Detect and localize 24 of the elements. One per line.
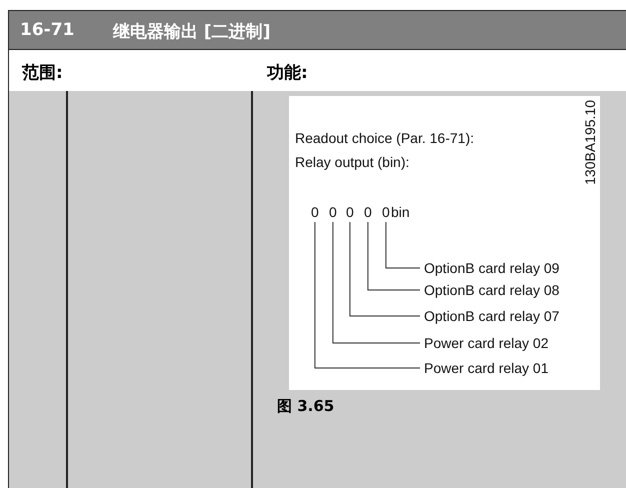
leader-line: [367, 222, 420, 290]
leader-line: [349, 222, 420, 316]
parameter-number: 16-71: [20, 20, 74, 40]
relay-label: OptionB card relay 07: [424, 308, 560, 324]
relay-label: OptionB card relay 08: [424, 282, 560, 298]
relay-label: Power card relay 02: [424, 335, 549, 351]
relay-label: Power card relay 01: [424, 360, 549, 376]
bit-digit: 0: [329, 204, 337, 220]
relay-label: OptionB card relay 09: [424, 260, 560, 276]
unit-text: bin: [391, 204, 410, 220]
leader-line: [314, 222, 420, 368]
bit-digit: 0: [382, 204, 390, 220]
column-heading: 范围:: [22, 62, 63, 84]
leader-line: [332, 222, 420, 344]
figure-code: 130BA195.10: [582, 100, 598, 185]
bit-digit: 0: [364, 204, 372, 220]
figure-caption: 图 3.65: [277, 397, 334, 416]
column-heading: 功能:: [267, 62, 308, 84]
figure-text: Readout choice (Par. 16-71):: [295, 130, 474, 146]
bit-digit: 0: [311, 204, 319, 220]
bit-digit: 0: [346, 204, 354, 220]
figure-text: Relay output (bin):: [295, 154, 410, 170]
parameter-title: 继电器输出 [二进制]: [113, 21, 270, 43]
leader-line: [385, 222, 420, 268]
